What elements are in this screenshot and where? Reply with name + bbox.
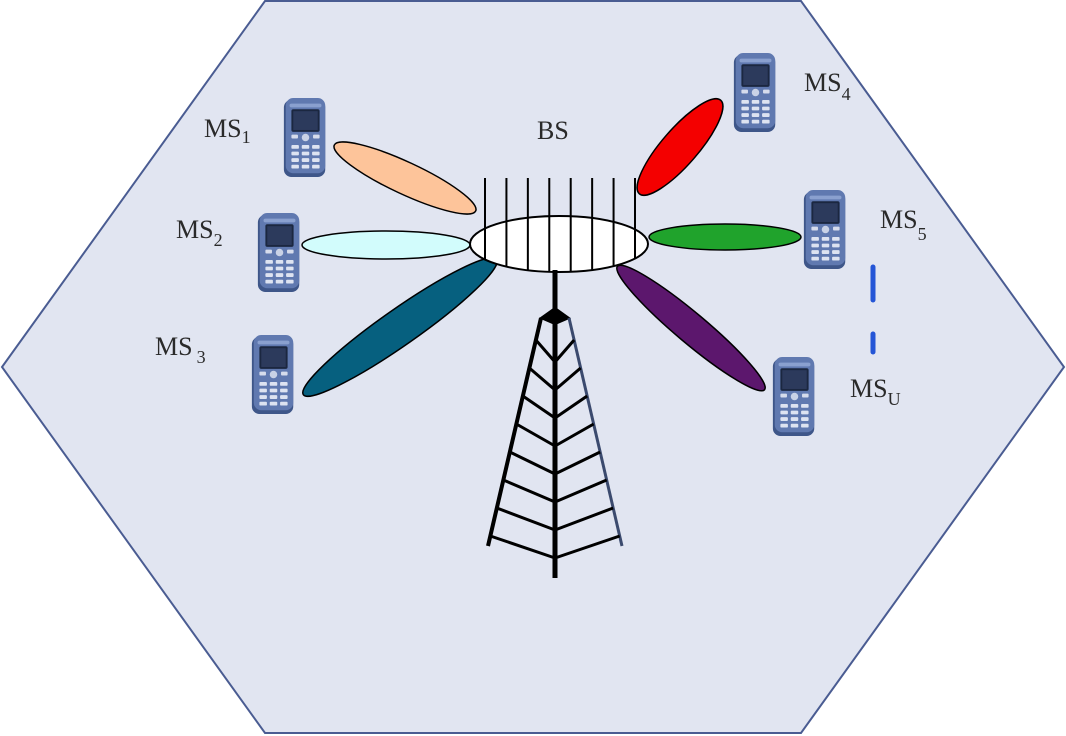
ms5-label: MS5	[880, 205, 927, 244]
mobile-phone-icon	[251, 335, 294, 414]
beam-ms4	[636, 97, 724, 197]
beams	[301, 97, 802, 398]
mobile-phone-icon	[772, 357, 815, 436]
beam-msu	[616, 264, 766, 392]
tower-rung	[496, 506, 556, 532]
tower-rung	[515, 422, 556, 448]
tower-rung	[528, 366, 556, 392]
tower-rung	[554, 506, 614, 532]
beam-ms5	[648, 223, 802, 251]
beam-ms1	[333, 141, 477, 215]
tower-rung	[554, 478, 608, 504]
base-station-tower	[486, 270, 624, 578]
tower-rung	[553, 339, 576, 363]
bs-label: BS	[537, 116, 569, 145]
tower-rung	[554, 534, 621, 560]
tower-rung	[554, 394, 588, 420]
tower-rung	[489, 534, 556, 560]
ms2-label: MS2	[176, 215, 223, 250]
antenna-array-ellipse	[469, 215, 649, 273]
tower-rung	[502, 478, 556, 504]
antenna-array	[469, 178, 649, 273]
beam-ms2	[301, 230, 471, 260]
tower-rung	[534, 339, 557, 363]
mobile-phone-icon	[283, 98, 326, 177]
ms4-label: MS4	[804, 68, 851, 104]
mobile-phone-icon	[733, 53, 776, 132]
tower-rung	[554, 422, 595, 448]
tower-rung	[554, 366, 582, 392]
tower-rung	[554, 450, 601, 476]
mobile-phone-icon	[257, 213, 300, 292]
antenna-elements	[484, 178, 636, 272]
tower-rung	[522, 394, 556, 420]
ms1-label: MS1	[204, 114, 251, 147]
mobile-phone-icon	[803, 190, 846, 269]
tower-rung	[509, 450, 556, 476]
msu-label: MSU	[850, 374, 901, 409]
